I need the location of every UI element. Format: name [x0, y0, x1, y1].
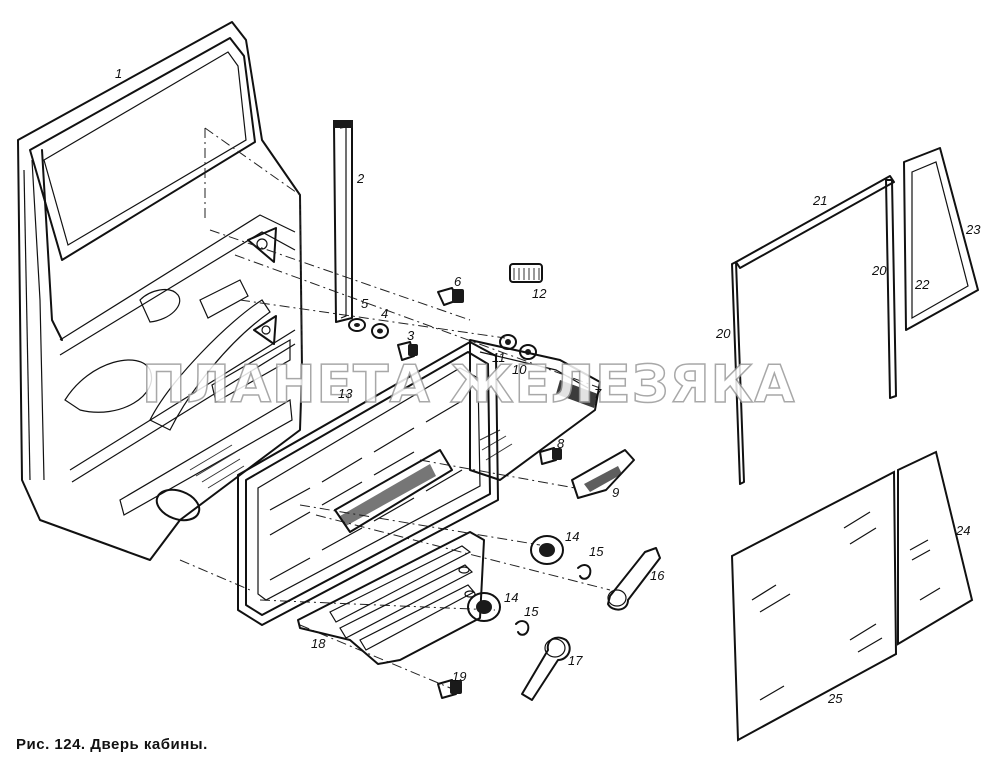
- part-label-1: 1: [115, 66, 122, 81]
- part-label-4: 4: [381, 306, 388, 321]
- part-label-20b: 20: [871, 263, 887, 278]
- part-label-2: 2: [356, 171, 365, 186]
- figure-caption: Рис. 124. Дверь кабины.: [16, 736, 208, 753]
- part-label-10: 10: [512, 362, 527, 377]
- part-label-17: 17: [568, 653, 583, 668]
- part-label-12: 12: [532, 286, 547, 301]
- glazing-panes: [730, 450, 974, 742]
- watermark: ПЛАНЕТА ЖЕЛЕЗЯКА: [142, 355, 795, 415]
- part-label-14b: 14: [504, 590, 518, 605]
- part-label-11: 11: [492, 350, 506, 365]
- part-label-24: 24: [955, 523, 970, 538]
- part-label-20a: 20: [715, 326, 731, 341]
- part-label-6: 6: [454, 274, 462, 289]
- clip-part: [509, 263, 543, 283]
- fasteners-upper: [348, 287, 537, 361]
- part-label-25: 25: [827, 691, 843, 706]
- lower-trim-panel: [297, 531, 485, 665]
- part-label-15b: 15: [524, 604, 539, 619]
- part-label-9: 9: [612, 485, 619, 500]
- part-label-21: 21: [812, 193, 827, 208]
- door-trim-panel: [237, 341, 499, 626]
- glazing-seals: [731, 147, 979, 485]
- part-label-23: 23: [965, 222, 981, 237]
- part-label-3: 3: [407, 328, 415, 343]
- part-label-5: 5: [361, 296, 369, 311]
- glass-run-channel: [333, 120, 353, 323]
- part-label-13: 13: [338, 386, 353, 401]
- door-shell: [17, 21, 303, 561]
- part-labels: 1 2 3 4 5 6 7 8 9 10 11 12 13 14 14 15 1…: [115, 66, 981, 706]
- handle-and-screw: [539, 447, 635, 499]
- part-label-16: 16: [650, 568, 665, 583]
- part-label-14a: 14: [565, 529, 579, 544]
- part-label-7: 7: [594, 386, 602, 401]
- part-label-19: 19: [452, 669, 466, 684]
- part-label-18: 18: [311, 636, 326, 651]
- part-label-15a: 15: [589, 544, 604, 559]
- window-winder-parts: [437, 535, 661, 701]
- part-label-8: 8: [557, 436, 565, 451]
- part-label-22: 22: [914, 277, 930, 292]
